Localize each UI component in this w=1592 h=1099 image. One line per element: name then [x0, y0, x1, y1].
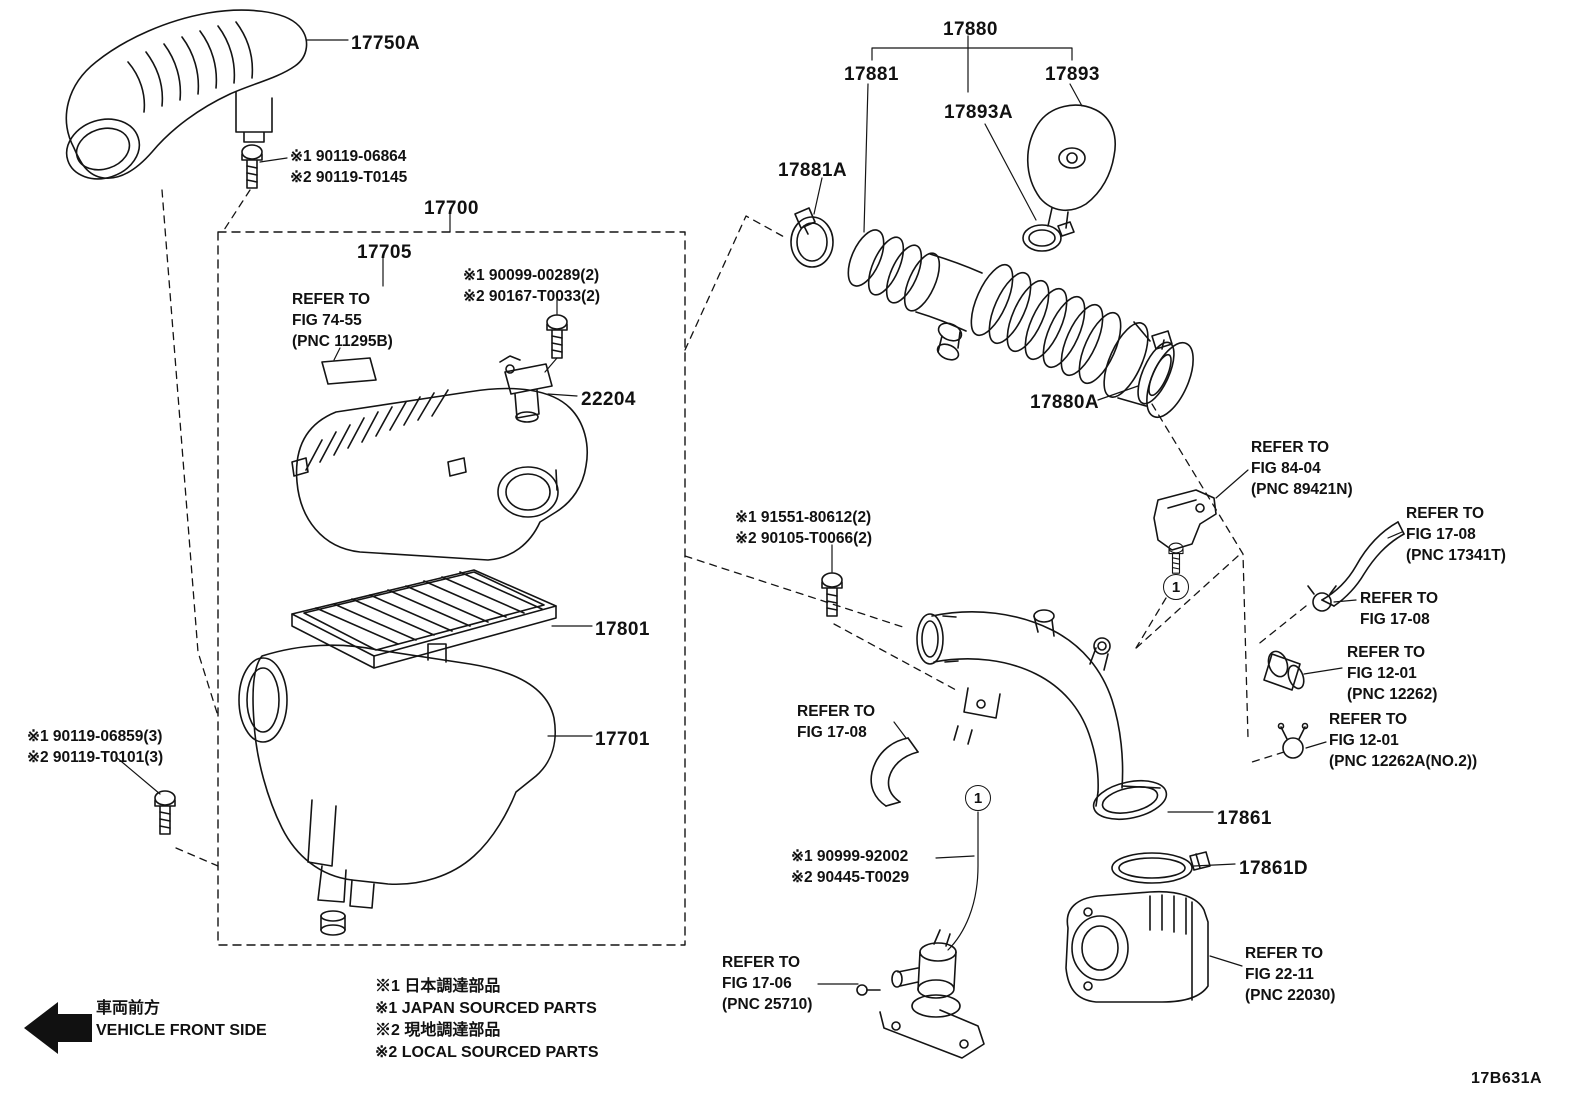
air-inlet-duct-drawing [65, 9, 308, 189]
vacuum-hose-left-drawing [870, 737, 919, 807]
refer-note-fig-17-08-left: REFER TO FIG 17-08 [797, 703, 876, 741]
part-label-17881[interactable]: 17881 [844, 64, 899, 85]
hose-clamp-17880A-drawing [1146, 330, 1194, 419]
legend-japan-sourced-jp: ※1 日本調達部品 [375, 978, 501, 995]
control-valve-drawing [856, 929, 985, 1059]
vehicle-front-label-jp: 車両前方 [96, 1000, 161, 1017]
fastener-note-case-bolt: ※1 90119-06859(3) ※2 90119-T0101(3) [27, 728, 164, 766]
refer-note-fig-17-08-clamp: REFER TO FIG 17-08 [1360, 590, 1439, 628]
part-label-17705[interactable]: 17705 [357, 242, 412, 263]
vehicle-front-arrow [24, 1002, 92, 1054]
part-label-22204[interactable]: 22204 [581, 389, 636, 410]
connector-12-01-drawing [1263, 650, 1305, 691]
part-label-17701[interactable]: 17701 [595, 729, 650, 750]
fastener-note-pipe-bolt: ※1 91551-80612(2) ※2 90105-T0066(2) [735, 509, 873, 547]
refer-note-fig-22-11: REFER TO FIG 22-11 (PNC 22030) [1245, 945, 1336, 1004]
hose-clamp-17893A-drawing [1022, 221, 1075, 252]
leader-lines [115, 35, 1403, 985]
refer-note-fig-74-55: REFER TO FIG 74-55 (PNC 11295B) [292, 291, 393, 350]
intake-pipe-drawing [821, 572, 1168, 821]
refer-note-fig-12-01-no2: REFER TO FIG 12-01 (PNC 12262A(NO.2)) [1329, 711, 1478, 770]
part-label-17861D[interactable]: 17861D [1239, 858, 1308, 879]
callout-balloon-1[interactable]: 1 [1163, 574, 1189, 600]
part-label-17893[interactable]: 17893 [1045, 64, 1100, 85]
part-label-17881A[interactable]: 17881A [778, 160, 847, 181]
refer-note-fig-12-01: REFER TO FIG 12-01 (PNC 12262) [1347, 644, 1438, 703]
part-label-17893A[interactable]: 17893A [944, 102, 1013, 123]
fastener-note-duct-bolt: ※1 90119-06864 ※2 90119-T0145 [290, 148, 408, 186]
legend-local-sourced-en: ※2 LOCAL SOURCED PARTS [375, 1044, 599, 1061]
sensor-bracket-drawing [1153, 489, 1217, 574]
figure-code: 17B631A [1471, 1070, 1543, 1087]
legend-local-sourced-jp: ※2 現地調達部品 [375, 1022, 501, 1039]
refer-note-fig-17-06: REFER TO FIG 17-06 (PNC 25710) [722, 954, 813, 1013]
dashed-relation-lines [161, 189, 1307, 867]
fastener-note-cap-screw: ※1 90099-00289(2) ※2 90167-T0033(2) [463, 267, 601, 305]
part-label-17750A[interactable]: 17750A [351, 33, 420, 54]
air-hose-drawing [847, 229, 1175, 407]
hose-clamp-17881A-drawing [790, 207, 834, 268]
part-label-17700[interactable]: 17700 [424, 198, 479, 219]
spring-clip-drawing [1277, 722, 1309, 759]
air-cleaner-cap-drawing [291, 387, 589, 561]
part-label-17880[interactable]: 17880 [943, 19, 998, 40]
air-filter-element-drawing [291, 569, 557, 669]
vehicle-front-label-en: VEHICLE FRONT SIDE [96, 1022, 267, 1039]
hose-clamp-17861D-drawing [1111, 851, 1211, 884]
throttle-body-drawing [1065, 890, 1209, 1003]
fig-74-55-plate-drawing [321, 357, 377, 385]
callout-balloon-2[interactable]: 1 [965, 785, 991, 811]
fastener-note-hose-clip: ※1 90999-92002 ※2 90445-T0029 [791, 848, 910, 886]
maf-sensor-drawing [499, 314, 568, 423]
part-label-17880A[interactable]: 17880A [1030, 392, 1099, 413]
vacuum-hose-17-08-drawing [1307, 521, 1405, 612]
air-cleaner-case-drawing [154, 643, 556, 936]
part-label-17801[interactable]: 17801 [595, 619, 650, 640]
refer-note-fig-84-04: REFER TO FIG 84-04 (PNC 89421N) [1251, 439, 1353, 498]
resonator-drawing [1026, 104, 1116, 229]
legend-japan-sourced-en: ※1 JAPAN SOURCED PARTS [375, 1000, 597, 1017]
refer-note-fig-17-08-hose: REFER TO FIG 17-08 (PNC 17341T) [1406, 505, 1506, 564]
assembly-boundary-box [217, 231, 686, 946]
part-label-17861[interactable]: 17861 [1217, 808, 1272, 829]
